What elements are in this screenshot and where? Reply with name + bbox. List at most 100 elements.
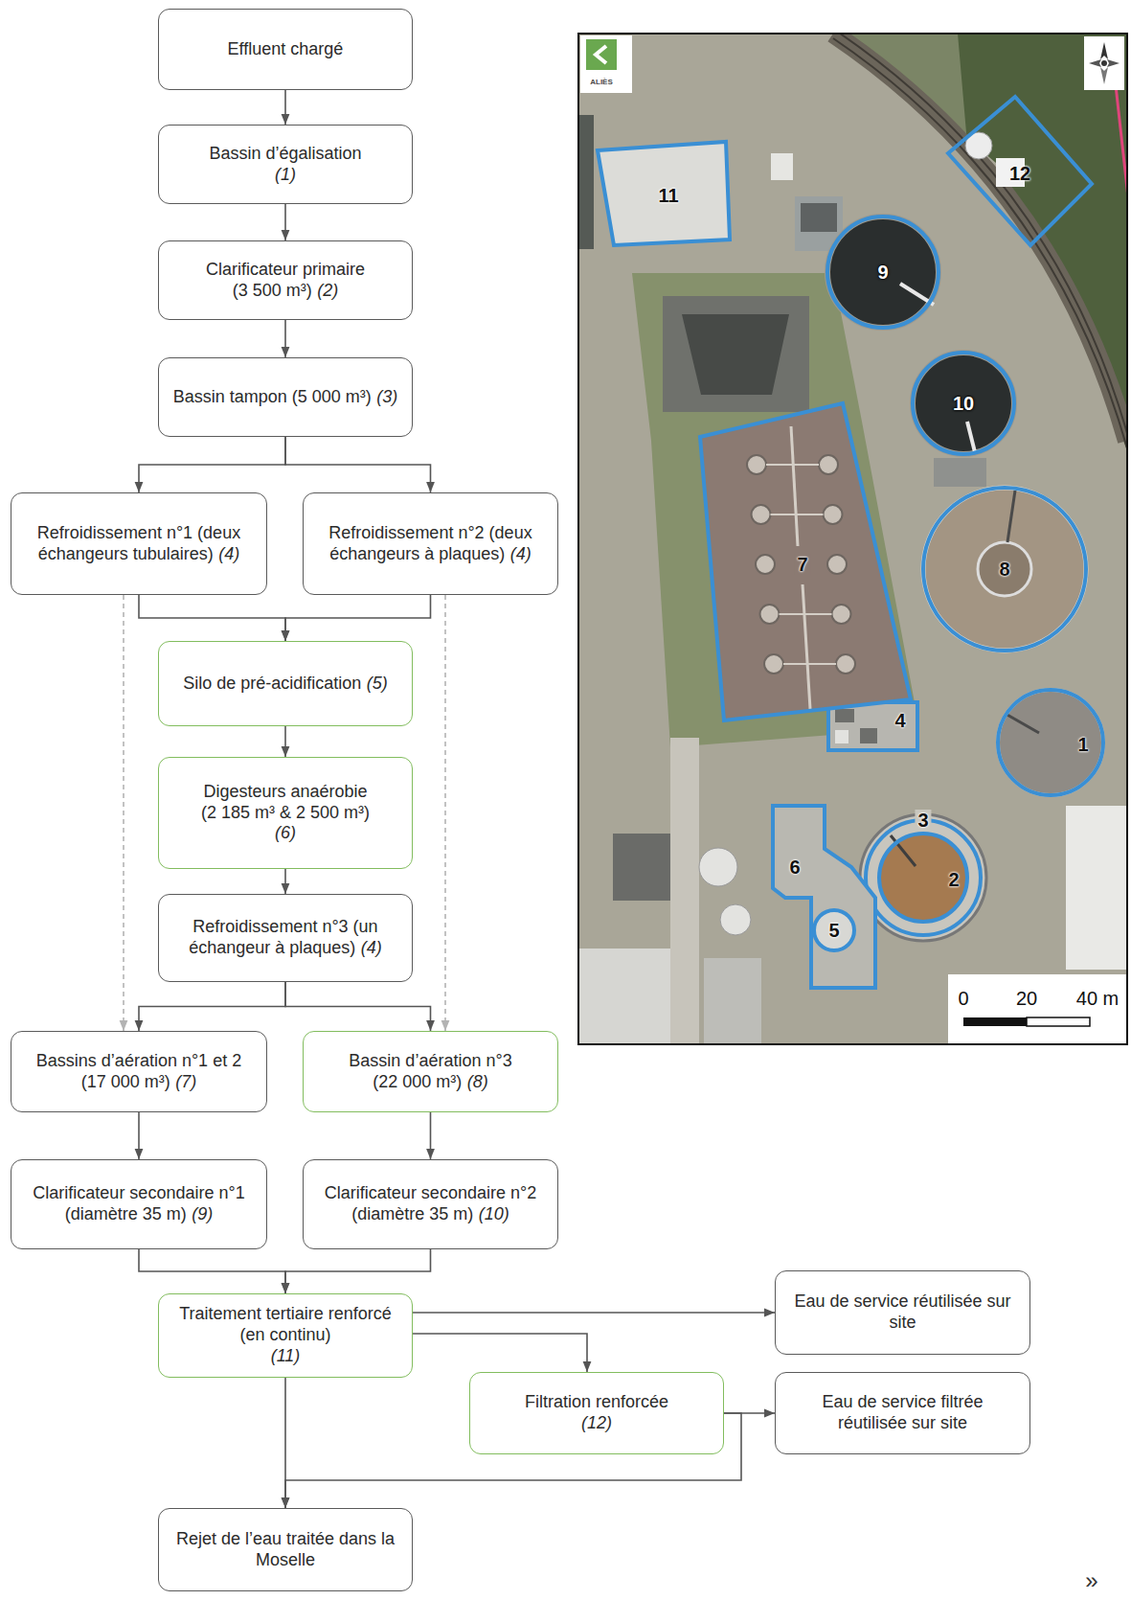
- scale-label: 0: [957, 988, 969, 1008]
- callout-number: 7: [793, 553, 811, 575]
- box-text: Clarificateur secondaire n°1 (diamètre 3…: [32, 1182, 245, 1223]
- box-text-group: Clarificateur primaire (3 500 m³)(2): [170, 259, 401, 302]
- step-number: (11): [170, 1345, 401, 1367]
- step-number: (6): [170, 822, 401, 844]
- step-number: (4): [218, 543, 240, 564]
- scale-label: 40 m: [1076, 988, 1119, 1008]
- box-text: Bassins d’aération n°1 et 2 (17 000 m³): [36, 1050, 242, 1091]
- process-box: Refroidissement n°3 (un échangeur à plaq…: [158, 893, 413, 982]
- process-box: Clarificateur secondaire n°2 (diamètre 3…: [302, 1158, 559, 1249]
- process-box: Silo de pré-acidification(5): [158, 640, 413, 726]
- box-text: Eau de service réutilisée sur site: [793, 1290, 1011, 1332]
- box-text: Bassin tampon (5 000 m³): [173, 386, 372, 407]
- box-text: Effluent chargé: [227, 39, 344, 59]
- callout-number: 3: [914, 809, 931, 831]
- box-text: Bassin d’égalisation: [208, 143, 362, 163]
- process-box: Clarificateur primaire (3 500 m³)(2): [158, 240, 413, 320]
- step-number: (5): [366, 673, 388, 693]
- box-text-group: Bassin d’aération n°3 (22 000 m³)(8): [315, 1050, 546, 1093]
- box-text: Filtration renforcée: [524, 1391, 669, 1411]
- flow-arrow: [284, 868, 287, 894]
- process-box: Refroidissement n°2 (deux échangeurs à p…: [302, 492, 559, 595]
- logo-text: ALIÈS: [589, 78, 613, 87]
- flow-arrow: [285, 1248, 431, 1293]
- bypass-arrow: [444, 594, 447, 1031]
- flow-arrow: [285, 436, 431, 493]
- callout-number: 8: [998, 559, 1010, 579]
- quote-mark: »: [1085, 1568, 1098, 1592]
- callout-number: 10: [952, 393, 974, 413]
- box-text-group: Bassins d’aération n°1 et 2 (17 000 m³)(…: [22, 1050, 255, 1093]
- callout-number: 12: [1009, 163, 1031, 183]
- flow-arrow: [285, 981, 431, 1031]
- process-box: Eau de service réutilisée sur site: [774, 1269, 1031, 1355]
- box-text: Traitement tertiaire renforcé (en contin…: [179, 1303, 391, 1344]
- flow-arrow: [429, 1111, 432, 1159]
- box-text: Eau de service filtrée réutilisée sur si…: [821, 1391, 983, 1432]
- box-text: Refroidissement n°1 (deux échangeurs tub…: [37, 522, 241, 564]
- process-box: Bassin d’égalisation(1): [158, 124, 413, 204]
- box-text: Clarificateur primaire (3 500 m³): [205, 259, 365, 300]
- step-number: (9): [191, 1203, 213, 1223]
- step-number: (2): [316, 280, 339, 300]
- box-text-group: Digesteurs anaérobie (2 185 m³ & 2 500 m…: [170, 781, 401, 845]
- box-text-group: Bassin tampon (5 000 m³)(3): [173, 386, 398, 408]
- box-text: Silo de pré-acidification: [182, 673, 362, 693]
- step-number: (1): [208, 164, 362, 186]
- callout-number: 1: [1077, 734, 1088, 754]
- step-number: (3): [376, 386, 398, 407]
- flow-arrow: [138, 1248, 286, 1293]
- flow-arrow: [138, 436, 286, 493]
- flow-arrow: [137, 1111, 140, 1159]
- process-box: Effluent chargé: [158, 8, 413, 91]
- bypass-arrow: [122, 594, 125, 1031]
- process-box: Eau de service filtrée réutilisée sur si…: [774, 1371, 1031, 1454]
- box-text-group: Eau de service filtrée réutilisée sur si…: [787, 1391, 1018, 1434]
- flow-arrow: [284, 319, 287, 358]
- process-box: Bassins d’aération n°1 et 2 (17 000 m³)(…: [10, 1030, 268, 1112]
- step-number: (4): [361, 937, 383, 957]
- box-text-group: Clarificateur secondaire n°1 (diamètre 3…: [22, 1182, 255, 1225]
- callout-number: 11: [657, 185, 679, 205]
- box-text-group: Clarificateur secondaire n°2 (diamètre 3…: [315, 1182, 546, 1225]
- box-text: Refroidissement n°2 (deux échangeurs à p…: [328, 522, 532, 564]
- step-number: (12): [524, 1412, 669, 1434]
- step-number: (10): [478, 1203, 510, 1223]
- process-box: Digesteurs anaérobie (2 185 m³ & 2 500 m…: [158, 756, 413, 869]
- callout-number: 9: [877, 262, 888, 282]
- process-box: Bassin d’aération n°3 (22 000 m³)(8): [302, 1030, 559, 1112]
- step-number: (8): [467, 1071, 489, 1091]
- process-box: Refroidissement n°1 (deux échangeurs tub…: [10, 492, 268, 595]
- box-text-group: Bassin d’égalisation(1): [208, 143, 362, 186]
- box-text: Digesteurs anaérobie (2 185 m³ & 2 500 m…: [201, 781, 370, 822]
- box-text-group: Rejet de l’eau traitée dans la Moselle: [170, 1528, 401, 1571]
- flow-arrow: [285, 594, 431, 641]
- process-box: Clarificateur secondaire n°1 (diamètre 3…: [10, 1158, 268, 1249]
- box-text-group: Refroidissement n°3 (un échangeur à plaq…: [170, 916, 401, 959]
- flow-arrow: [284, 725, 287, 757]
- callout-number: 6: [789, 857, 800, 877]
- callout-number: 5: [828, 920, 839, 940]
- step-number: (7): [175, 1071, 197, 1091]
- scale-label: 20: [1016, 988, 1038, 1008]
- process-box: Traitement tertiaire renforcé (en contin…: [158, 1292, 413, 1378]
- flow-arrow: [138, 594, 286, 641]
- box-text: Refroidissement n°3 (un échangeur à plaq…: [188, 916, 378, 957]
- box-text-group: Refroidissement n°1 (deux échangeurs tub…: [22, 522, 255, 566]
- process-box: Rejet de l’eau traitée dans la Moselle: [158, 1507, 413, 1591]
- box-text-group: Effluent chargé: [227, 39, 344, 61]
- process-box: Filtration renforcée(12): [469, 1371, 724, 1454]
- flow-arrow: [284, 90, 287, 125]
- box-text-group: Traitement tertiaire renforcé (en contin…: [170, 1303, 401, 1367]
- callout-number: 4: [894, 710, 905, 730]
- box-text-group: Eau de service réutilisée sur site: [787, 1290, 1018, 1334]
- callout-number: 2: [948, 869, 959, 889]
- flow-arrow: [412, 1311, 775, 1313]
- flow-arrow: [412, 1333, 588, 1372]
- flow-arrow: [284, 203, 287, 241]
- box-text-group: Filtration renforcée(12): [524, 1391, 669, 1434]
- box-text-group: Silo de pré-acidification(5): [182, 673, 388, 695]
- box-text: Rejet de l’eau traitée dans la Moselle: [176, 1528, 395, 1569]
- step-number: (4): [510, 543, 532, 564]
- process-box: Bassin tampon (5 000 m³)(3): [158, 357, 413, 437]
